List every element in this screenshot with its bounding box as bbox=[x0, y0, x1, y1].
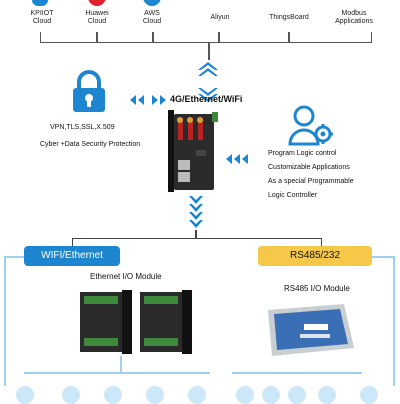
padlock-icon bbox=[70, 70, 108, 119]
temperature-sensor-icon-2 bbox=[236, 386, 254, 404]
thermometer-sensor-icon-2 bbox=[318, 386, 336, 404]
ethernet-module-label: Ethernet I/O Module bbox=[90, 272, 162, 281]
cloud-tick bbox=[96, 32, 98, 42]
cloud-tick bbox=[288, 32, 290, 42]
wifi-ethernet-bar: WIFI/Ethernet bbox=[24, 246, 120, 266]
connectivity-arrow bbox=[196, 62, 220, 107]
huawei-logo-icon bbox=[88, 0, 106, 6]
right-sensor-bar bbox=[232, 372, 362, 374]
cloud-tick bbox=[152, 32, 154, 42]
cloud-label-thingsboard: ThingsBoard bbox=[269, 14, 309, 21]
kpiiot-cloud-icon bbox=[32, 0, 48, 6]
rs485-io-module-device bbox=[264, 300, 356, 363]
left-sensor-bar bbox=[24, 372, 210, 374]
rs485-module-label: RS485 I/O Module bbox=[284, 284, 350, 293]
programming-line-3: As a special Programmable bbox=[268, 178, 354, 185]
trend-sensor-icon bbox=[104, 386, 122, 404]
cloud-tick bbox=[218, 32, 220, 42]
left-sensor-stem bbox=[120, 356, 122, 372]
cloud-label-aliyun: Aliyun bbox=[210, 14, 230, 21]
programming-line-1: Program Logic control bbox=[268, 150, 337, 157]
cloud-bracket bbox=[40, 32, 372, 43]
right-side-cap bbox=[372, 256, 394, 258]
gateway-device bbox=[168, 110, 220, 192]
trend-sensor-icon-2 bbox=[288, 386, 306, 404]
security-protocols: VPN,TLS,SSL,X.509 bbox=[50, 124, 115, 131]
cloud-stem bbox=[208, 42, 210, 60]
cloud-label-kpiiot: KPIIOT Cloud bbox=[30, 10, 54, 25]
aws-cloud-icon bbox=[143, 0, 161, 6]
programming-arrow bbox=[226, 151, 256, 169]
gauge-sensor-icon bbox=[188, 386, 206, 404]
cloud-label-aws: AWS Cloud bbox=[142, 10, 162, 25]
branch-connector bbox=[72, 238, 322, 249]
right-side-line bbox=[393, 256, 395, 386]
user-gear-icon bbox=[288, 104, 334, 153]
left-side-line bbox=[4, 256, 6, 386]
switch-sensor-icon bbox=[62, 386, 80, 404]
left-side-cap bbox=[4, 256, 24, 258]
security-arrow bbox=[130, 92, 166, 110]
down-arrow bbox=[189, 196, 203, 237]
rs485-bar: RS485/232 bbox=[258, 246, 372, 266]
cloud-label-modbus: Modbus Applications bbox=[335, 10, 373, 25]
security-description: Cyber +Data Security Protection bbox=[40, 141, 141, 148]
connectivity-label: 4G/Ethernet/WiFi bbox=[170, 94, 243, 104]
programming-line-4: Logic Controller bbox=[268, 192, 318, 199]
cloud-label-huawei: Huawei Cloud bbox=[85, 10, 109, 25]
thermometer-sensor-icon bbox=[146, 386, 164, 404]
branch-stem bbox=[195, 230, 197, 239]
switch-sensor-icon-2 bbox=[262, 386, 280, 404]
programming-line-2: Customizable Applications bbox=[268, 164, 350, 171]
temperature-sensor-icon bbox=[16, 386, 34, 404]
gauge-sensor-icon-2 bbox=[360, 386, 378, 404]
ethernet-io-module-device bbox=[80, 290, 192, 361]
